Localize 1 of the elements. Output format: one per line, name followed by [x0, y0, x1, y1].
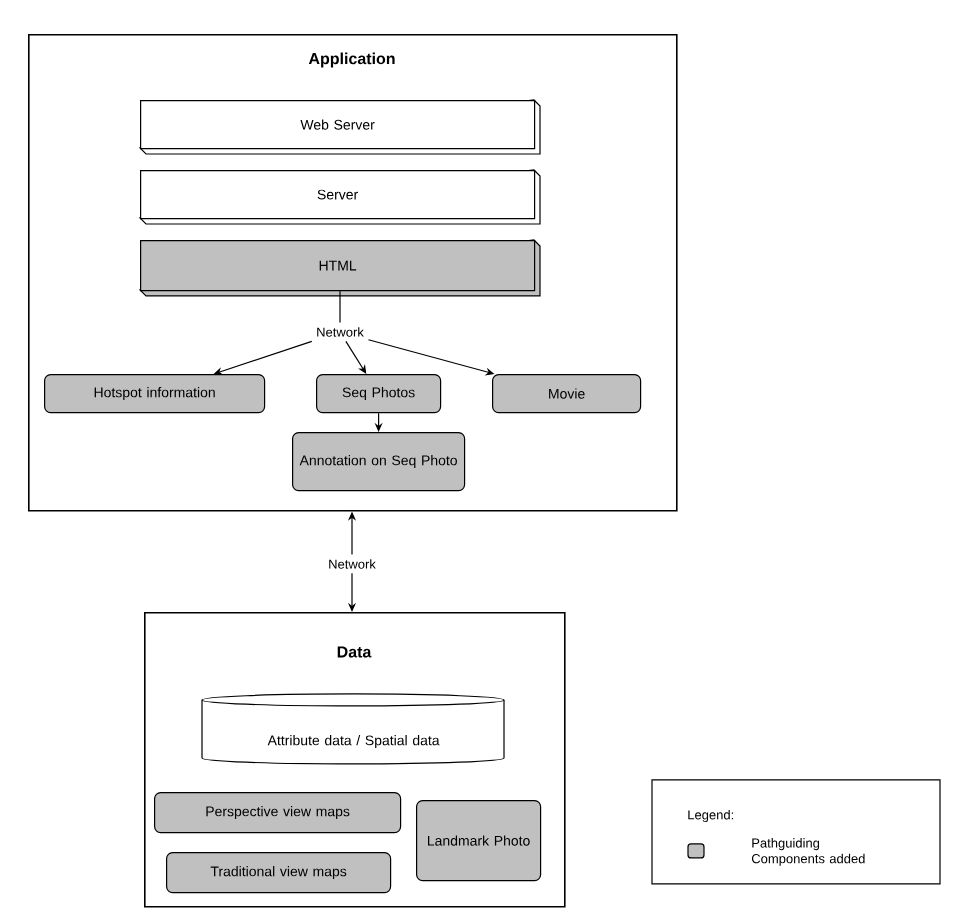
arrow — [345, 340, 367, 374]
